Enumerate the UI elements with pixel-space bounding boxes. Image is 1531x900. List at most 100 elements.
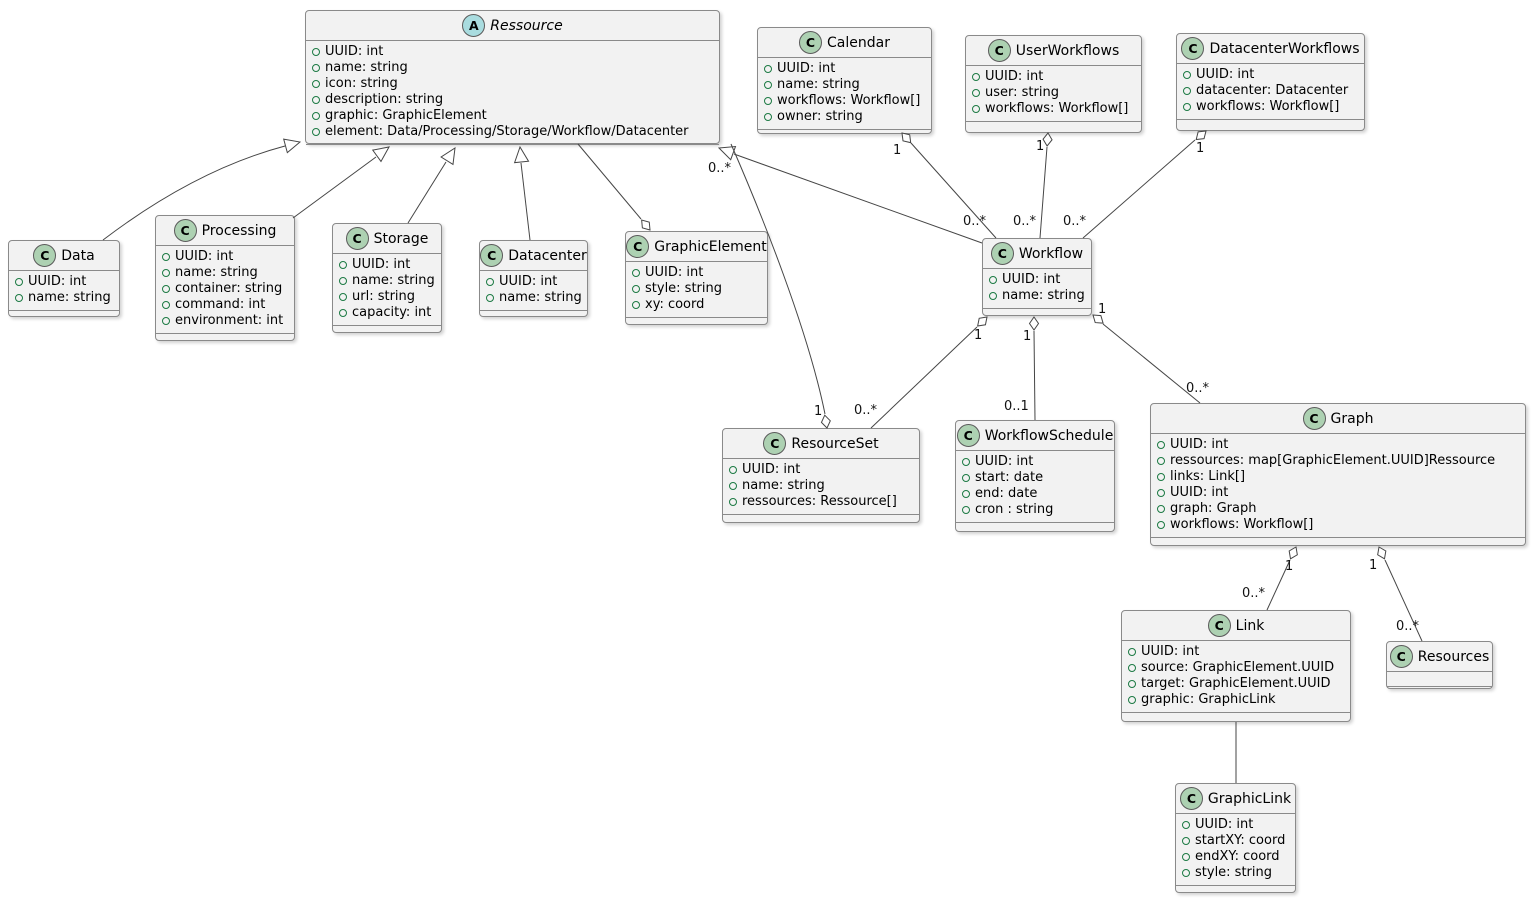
attribute-text: UUID: int (742, 462, 801, 477)
aggregation-line (1266, 559, 1291, 611)
class-icon: C (480, 244, 504, 267)
field-visibility-icon (312, 96, 320, 104)
class-attribute: style: string (1182, 865, 1289, 881)
class-attribute: url: string (339, 289, 435, 305)
field-visibility-icon (962, 506, 970, 514)
class-attribute: UUID: int (1128, 644, 1344, 660)
class-icon: C (33, 244, 57, 267)
class-name: GraphicLink (1207, 790, 1292, 807)
field-visibility-icon (1182, 853, 1190, 861)
inheritance-arrow-icon (283, 138, 302, 154)
edge-graph-aggregates-resources: 10..* (1369, 546, 1423, 642)
field-visibility-icon (339, 293, 347, 301)
aggregation-line (1102, 323, 1201, 404)
inheritance-line (733, 153, 983, 244)
field-visibility-icon (729, 498, 737, 506)
field-visibility-icon (1157, 489, 1165, 497)
field-visibility-icon (1182, 821, 1190, 829)
inheritance-arrow-icon (717, 145, 737, 161)
class-attribute: UUID: int (486, 274, 581, 290)
attribute-text: UUID: int (175, 249, 234, 264)
class-name: DatacenterWorkflows (1209, 40, 1360, 57)
methods-compartment (333, 326, 441, 332)
attribute-text: environment: int (175, 313, 284, 328)
multiplicity-label: 0..1 (1004, 399, 1029, 414)
field-visibility-icon (632, 269, 640, 277)
field-visibility-icon (972, 73, 980, 81)
field-visibility-icon (764, 97, 772, 105)
attribute-text: start: date (975, 470, 1044, 485)
field-visibility-icon (1183, 87, 1191, 95)
attribute-text: user: string (985, 85, 1059, 100)
inheritance-line (292, 156, 377, 219)
field-visibility-icon (632, 301, 640, 309)
attribute-text: graph: Graph (1170, 501, 1257, 516)
class-icon: C (990, 242, 1014, 265)
class-attribute: capacity: int (339, 305, 435, 321)
field-visibility-icon (729, 482, 737, 490)
field-visibility-icon (1157, 441, 1165, 449)
class-icon: C (956, 424, 980, 447)
class-attribute: ressources: Ressource[] (729, 494, 913, 510)
class-attribute: UUID: int (764, 61, 925, 77)
multiplicity-label: 1 (1098, 302, 1106, 317)
attribute-text: end: date (975, 486, 1038, 501)
methods-compartment (626, 318, 767, 324)
attribute-text: name: string (28, 290, 111, 305)
methods-compartment (1177, 120, 1364, 130)
edge-workflow-aggregates-resourceset: 10..* (854, 316, 988, 429)
class-name: Link (1235, 617, 1265, 634)
class-name: ResourceSet (791, 435, 879, 452)
multiplicity-label: 1 (893, 143, 901, 158)
attribute-text: container: string (175, 281, 283, 296)
aggregation-line (910, 142, 997, 239)
class-attribute: UUID: int (989, 272, 1085, 288)
aggregation-line (577, 143, 642, 220)
attribute-text: workflows: Workflow[] (1196, 99, 1340, 114)
field-visibility-icon (972, 105, 980, 113)
field-visibility-icon (339, 261, 347, 269)
multiplicity-label: 0..* (1242, 586, 1266, 601)
aggregation-diamond-icon (1092, 314, 1104, 324)
field-visibility-icon (764, 81, 772, 89)
field-visibility-icon (962, 474, 970, 482)
field-visibility-icon (764, 65, 772, 73)
attribute-text: UUID: int (645, 265, 704, 280)
class-attribute: UUID: int (15, 274, 113, 290)
class-attribute: UUID: int (1157, 437, 1519, 453)
field-visibility-icon (486, 278, 494, 286)
field-visibility-icon (1182, 837, 1190, 845)
class-icon: C (1389, 645, 1413, 668)
attribute-text: icon: string (325, 76, 398, 91)
field-visibility-icon (1183, 103, 1191, 111)
attribute-text: workflows: Workflow[] (1170, 517, 1314, 532)
multiplicity-label: 1 (1023, 329, 1031, 344)
multiplicity-label: 1 (814, 404, 822, 419)
attribute-text: UUID: int (325, 44, 384, 59)
field-visibility-icon (989, 276, 997, 284)
class-attribute: graphic: GraphicElement (312, 108, 713, 124)
class-attribute: container: string (162, 281, 288, 297)
field-visibility-icon (989, 292, 997, 300)
attribute-text: startXY: coord (1195, 833, 1286, 848)
field-visibility-icon (15, 294, 23, 302)
class-attribute: source: GraphicElement.UUID (1128, 660, 1344, 676)
class-attribute: workflows: Workflow[] (1157, 517, 1519, 533)
aggregation-line (1033, 330, 1036, 421)
class-attribute: name: string (764, 77, 925, 93)
class-name: Resources (1417, 648, 1490, 665)
class-attribute: target: GraphicElement.UUID (1128, 676, 1344, 692)
